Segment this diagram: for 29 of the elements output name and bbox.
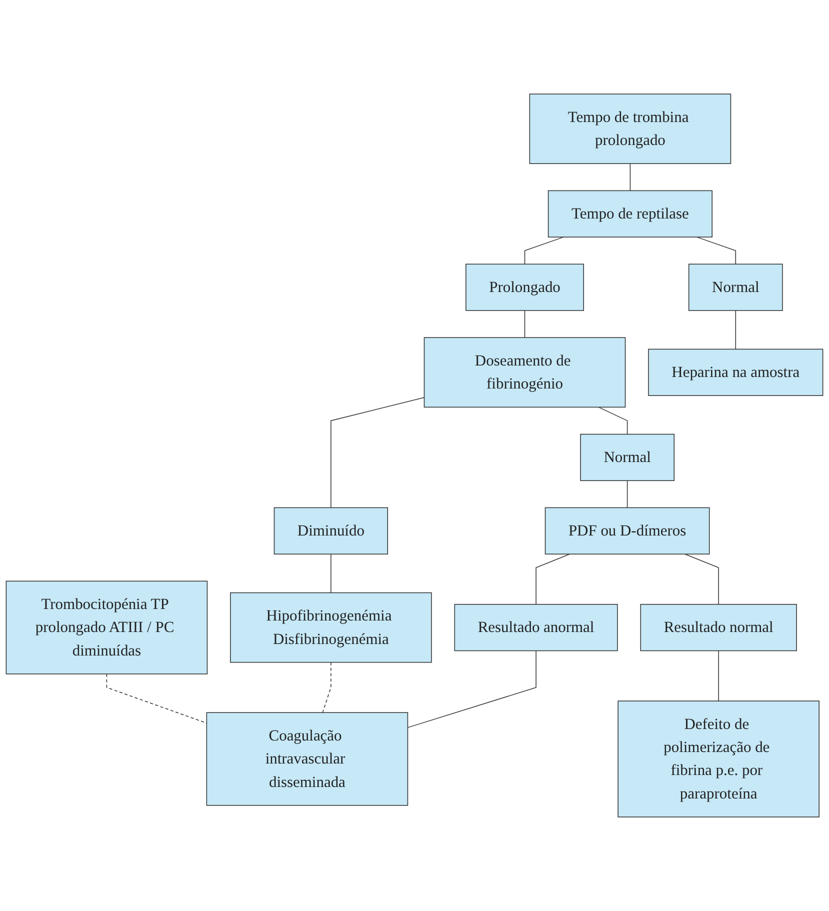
connector bbox=[407, 650, 536, 728]
connector bbox=[524, 310, 526, 338]
connector bbox=[735, 310, 736, 350]
connector bbox=[330, 397, 425, 508]
node-box: Normal bbox=[580, 434, 675, 482]
node-box: PDF ou D-dímeros bbox=[544, 507, 710, 554]
connector bbox=[696, 236, 736, 265]
node-box: Tempo de trombina prolongado bbox=[529, 94, 732, 164]
connector bbox=[718, 650, 719, 702]
node-box: Defeito de polimerização de fibrina p.e. por paraproteína bbox=[618, 700, 820, 818]
connector bbox=[524, 236, 564, 265]
node-box: Heparina na amostra bbox=[648, 348, 824, 396]
connector bbox=[322, 662, 332, 713]
connector bbox=[630, 163, 631, 192]
node-box: Prolongado bbox=[466, 264, 584, 311]
node-box: Hipofibrinogenémia Disfibrinogenémia bbox=[230, 592, 432, 663]
node-box: Diminuído bbox=[274, 507, 388, 554]
connector bbox=[598, 406, 628, 435]
node-box: Resultado anormal bbox=[454, 604, 618, 652]
connector bbox=[330, 554, 332, 594]
node-box: Tempo de reptilase bbox=[548, 190, 712, 238]
connector bbox=[684, 554, 719, 605]
connector bbox=[536, 554, 570, 605]
node-box: Coagulação intravascular disseminada bbox=[206, 712, 408, 806]
node-box: Trombocitopénia TP prolongado ATIII / PC diminuídas bbox=[6, 580, 208, 674]
node-box: Doseamento de fibrinogénio bbox=[424, 337, 626, 408]
node-box: Normal bbox=[688, 264, 783, 311]
node-box: Resultado normal bbox=[640, 604, 797, 652]
connector bbox=[626, 480, 628, 508]
